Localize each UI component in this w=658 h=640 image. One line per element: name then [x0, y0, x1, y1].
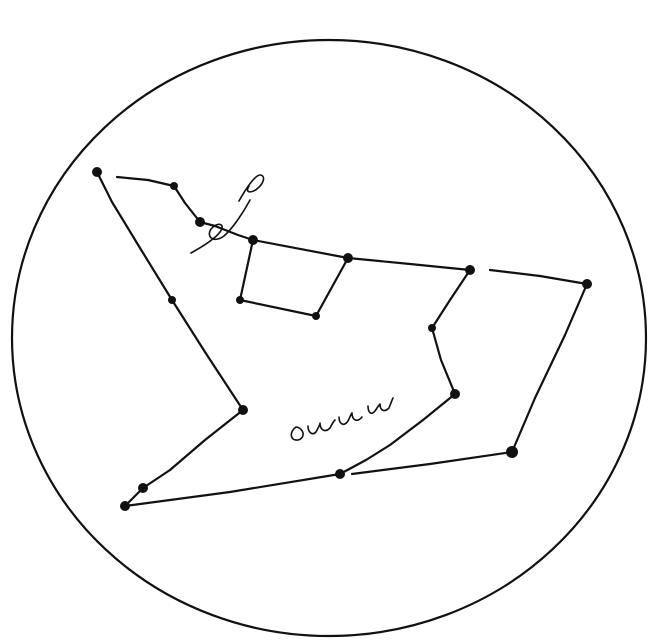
greek-word-lower [291, 398, 393, 440]
star-node [238, 405, 248, 415]
frame-circle [12, 40, 646, 636]
star-nodes [92, 167, 592, 511]
star-node [506, 446, 518, 458]
star-node [248, 235, 258, 245]
star-node [428, 324, 436, 332]
star-node [195, 217, 205, 227]
star-node [138, 483, 148, 493]
bottom-edge-right [352, 452, 512, 474]
inner-square [240, 240, 348, 316]
star-node [92, 167, 102, 177]
star-node [312, 312, 320, 320]
star-node [168, 296, 176, 304]
star-node [120, 501, 130, 511]
middle-zigzag [340, 270, 470, 474]
star-node [465, 265, 475, 275]
right-outline [490, 270, 587, 452]
star-node [335, 469, 345, 479]
star-node [582, 279, 592, 289]
top-chain [117, 177, 253, 240]
star-node [450, 389, 460, 399]
star-node [170, 182, 178, 190]
star-node [343, 253, 353, 263]
left-outline [97, 172, 243, 506]
star-node [236, 296, 244, 304]
upper-edge [348, 258, 470, 270]
